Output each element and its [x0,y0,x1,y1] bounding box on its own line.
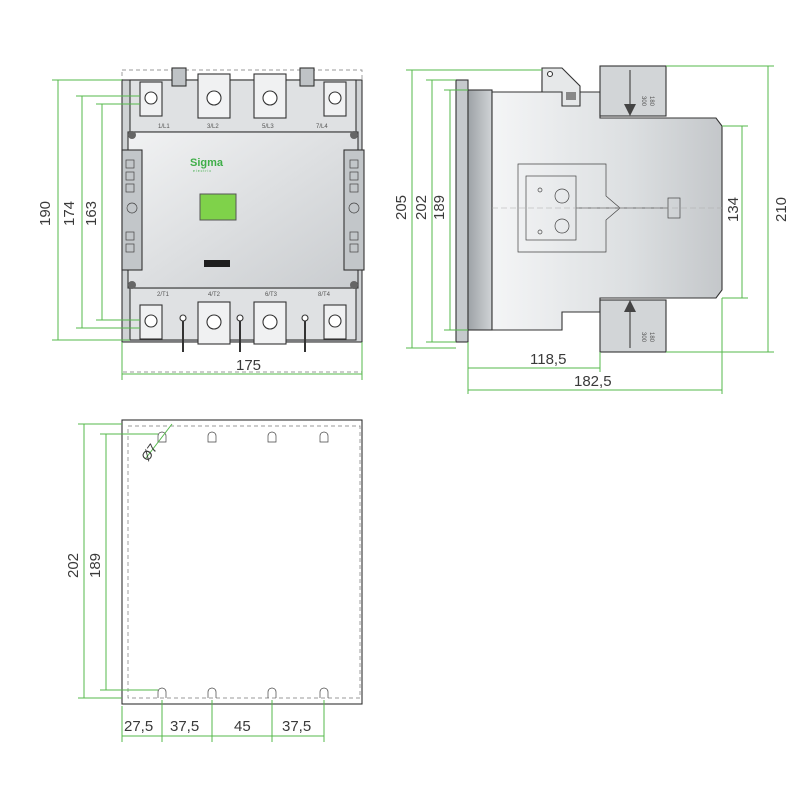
bottom-terminal-label-3: 6/T3 [265,292,278,298]
screw-icon [350,281,358,289]
side-mechanism [492,163,722,253]
bottom-terminal-label-1: 2/T1 [157,292,170,298]
aux-terminals-left [125,159,138,253]
screw-icon [128,281,136,289]
screw-icon [350,131,358,139]
front-dimension-lines [52,79,363,380]
dim-base-spacing-27-5: 27,5 [124,718,153,735]
dim-base-height-189: 189 [87,553,104,578]
side-dimension-lines [406,65,774,394]
busbar-top-label-180: 180 [648,96,654,107]
aux-terminals-right [348,159,360,253]
dim-front-height-174: 174 [61,201,78,226]
dim-side-depth-182-5: 182,5 [574,373,612,390]
dim-side-depth-118-5: 118,5 [530,351,566,368]
brand-subtitle: electric [193,169,212,173]
coil-indicator-window [199,193,237,221]
busbar-bottom-label-300: 300 [640,332,646,343]
dim-side-height-205: 205 [393,195,410,220]
busbar-top-label-300: 300 [640,96,646,107]
side-rail [467,89,493,331]
dim-side-height-202: 202 [413,195,430,220]
front-view: 1/L1 3/L2 5/L3 7/L4 Sigma electric [37,67,365,380]
base-dimension-lines [78,423,325,742]
dim-side-height-189: 189 [431,195,448,220]
top-terminal-label-1: 1/L1 [158,124,170,130]
side-body [491,79,723,331]
dim-front-height-163: 163 [83,201,100,226]
mounting-holes-bottom [157,687,329,698]
dim-base-height-202: 202 [65,553,82,578]
dim-front-height-190: 190 [37,201,54,226]
bottom-terminal-label-2: 4/T2 [208,292,221,298]
coil-slot [204,260,230,267]
dim-base-spacing-37-5-b: 37,5 [282,718,311,735]
bottom-terminals [139,301,347,352]
top-terminal-label-4: 7/L4 [316,124,328,130]
dim-base-spacing-37-5-a: 37,5 [170,718,199,735]
bottom-terminal-label-4: 8/T4 [318,292,331,298]
front-face [127,131,359,289]
busbar-bottom-label-180: 180 [648,332,654,343]
dim-side-height-134: 134 [725,197,742,222]
dim-base-spacing-45: 45 [234,718,251,735]
base-plate-outline [121,419,363,705]
dim-front-width-175: 175 [236,357,261,374]
mounting-holes-top [157,431,329,443]
aux-strip-right [343,149,365,271]
front-top-terminal-block [129,79,357,133]
side-view: 180 300 180 300 [393,65,790,394]
screw-icon [128,131,136,139]
side-mount-plate [455,79,469,343]
top-terminals [139,67,347,119]
base-plate-inner-dashed [127,425,361,699]
mounting-view: Ø7 202 189 27,5 37,5 45 37,5 [65,419,363,742]
dim-side-height-210: 210 [773,197,790,222]
top-terminal-label-3: 5/L3 [262,124,274,130]
top-terminal-label-2: 3/L2 [207,124,219,130]
brand-logo: Sigma [190,157,224,169]
